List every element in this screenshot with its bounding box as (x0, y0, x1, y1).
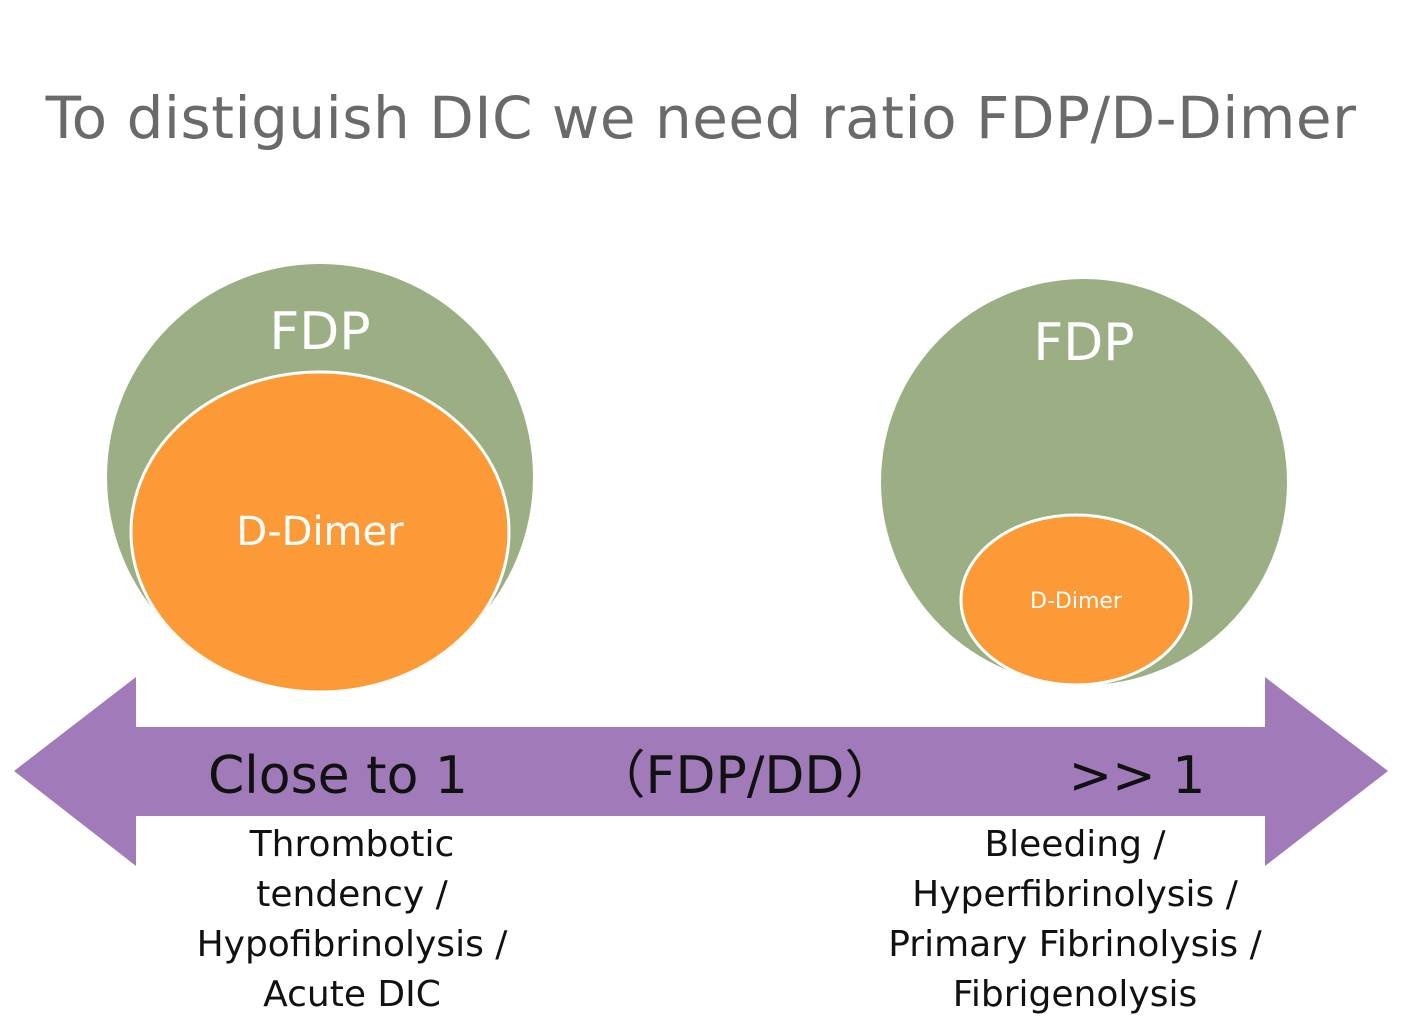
left-circle-group: FDP D-Dimer (107, 264, 533, 694)
caption-right-line: Hyperfibrinolysis / (912, 874, 1238, 915)
left-fdp-label: FDP (269, 302, 370, 362)
caption-left-line: Acute DIC (263, 974, 441, 1015)
right-ddimer-circle (959, 513, 1193, 687)
double-arrow-shape (14, 677, 1388, 866)
right-circle-group: FDP D-Dimer (881, 279, 1287, 687)
arrow-center-label: （FDP/DD） (594, 746, 897, 806)
caption-left-line: Hypofibrinolysis / (196, 924, 508, 965)
slide-title: To distiguish DIC we need ratio FDP/D-Di… (45, 84, 1357, 152)
caption-right-line: Primary Fibrinolysis / (888, 924, 1262, 965)
right-ddimer-label: D-Dimer (1030, 589, 1123, 614)
left-ddimer-label: D-Dimer (236, 509, 404, 555)
arrow-left-label: Close to 1 (208, 746, 468, 806)
caption-left-line: tendency / (256, 874, 448, 915)
caption-left-line: Thrombotic (249, 824, 455, 865)
caption-right-line: Fibrigenolysis (952, 974, 1198, 1015)
right-fdp-label: FDP (1033, 313, 1134, 373)
caption-right-line: Bleeding / (984, 824, 1166, 865)
caption-left: Thrombotic tendency / Hypofibrinolysis /… (152, 820, 552, 1020)
left-ddimer-circle (129, 370, 511, 694)
caption-right: Bleeding / Hyperfibrinolysis / Primary F… (850, 820, 1300, 1020)
arrow-right-label: >> 1 (1069, 746, 1206, 806)
